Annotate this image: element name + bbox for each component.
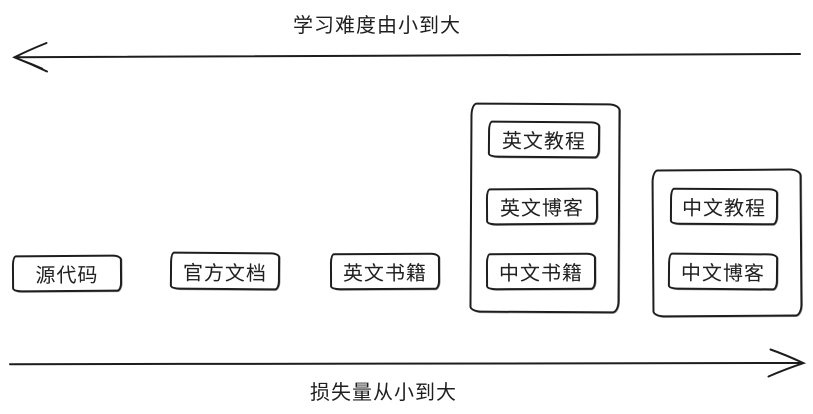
box-english-books-label: 英文书籍 bbox=[342, 262, 428, 286]
box-chinese-books: 中文书籍 bbox=[485, 252, 597, 291]
box-official-docs-label: 官方文档 bbox=[182, 262, 268, 285]
box-source-code: 源代码 bbox=[11, 254, 123, 293]
box-chinese-tutorials-label: 中文教程 bbox=[681, 197, 767, 221]
box-english-blogs: 英文博客 bbox=[485, 187, 599, 226]
box-english-books: 英文书籍 bbox=[329, 252, 441, 291]
box-chinese-blogs: 中文博客 bbox=[667, 252, 779, 291]
box-chinese-books-label: 中文书籍 bbox=[498, 262, 584, 286]
left-arrow-icon bbox=[12, 42, 801, 73]
top-axis-label: 学习难度由小到大 bbox=[293, 15, 461, 37]
bottom-axis-label: 损失量从小到大 bbox=[310, 382, 457, 404]
box-chinese-blogs-label: 中文博客 bbox=[680, 262, 766, 286]
right-arrow-icon bbox=[9, 348, 807, 378]
box-english-tutorials: 英文教程 bbox=[487, 120, 601, 159]
box-official-docs: 官方文档 bbox=[169, 251, 281, 291]
box-english-tutorials-label: 英文教程 bbox=[501, 130, 587, 154]
box-source-code-label: 源代码 bbox=[35, 264, 99, 288]
box-english-blogs-label: 英文博客 bbox=[499, 197, 585, 221]
box-chinese-tutorials: 中文教程 bbox=[669, 187, 779, 226]
